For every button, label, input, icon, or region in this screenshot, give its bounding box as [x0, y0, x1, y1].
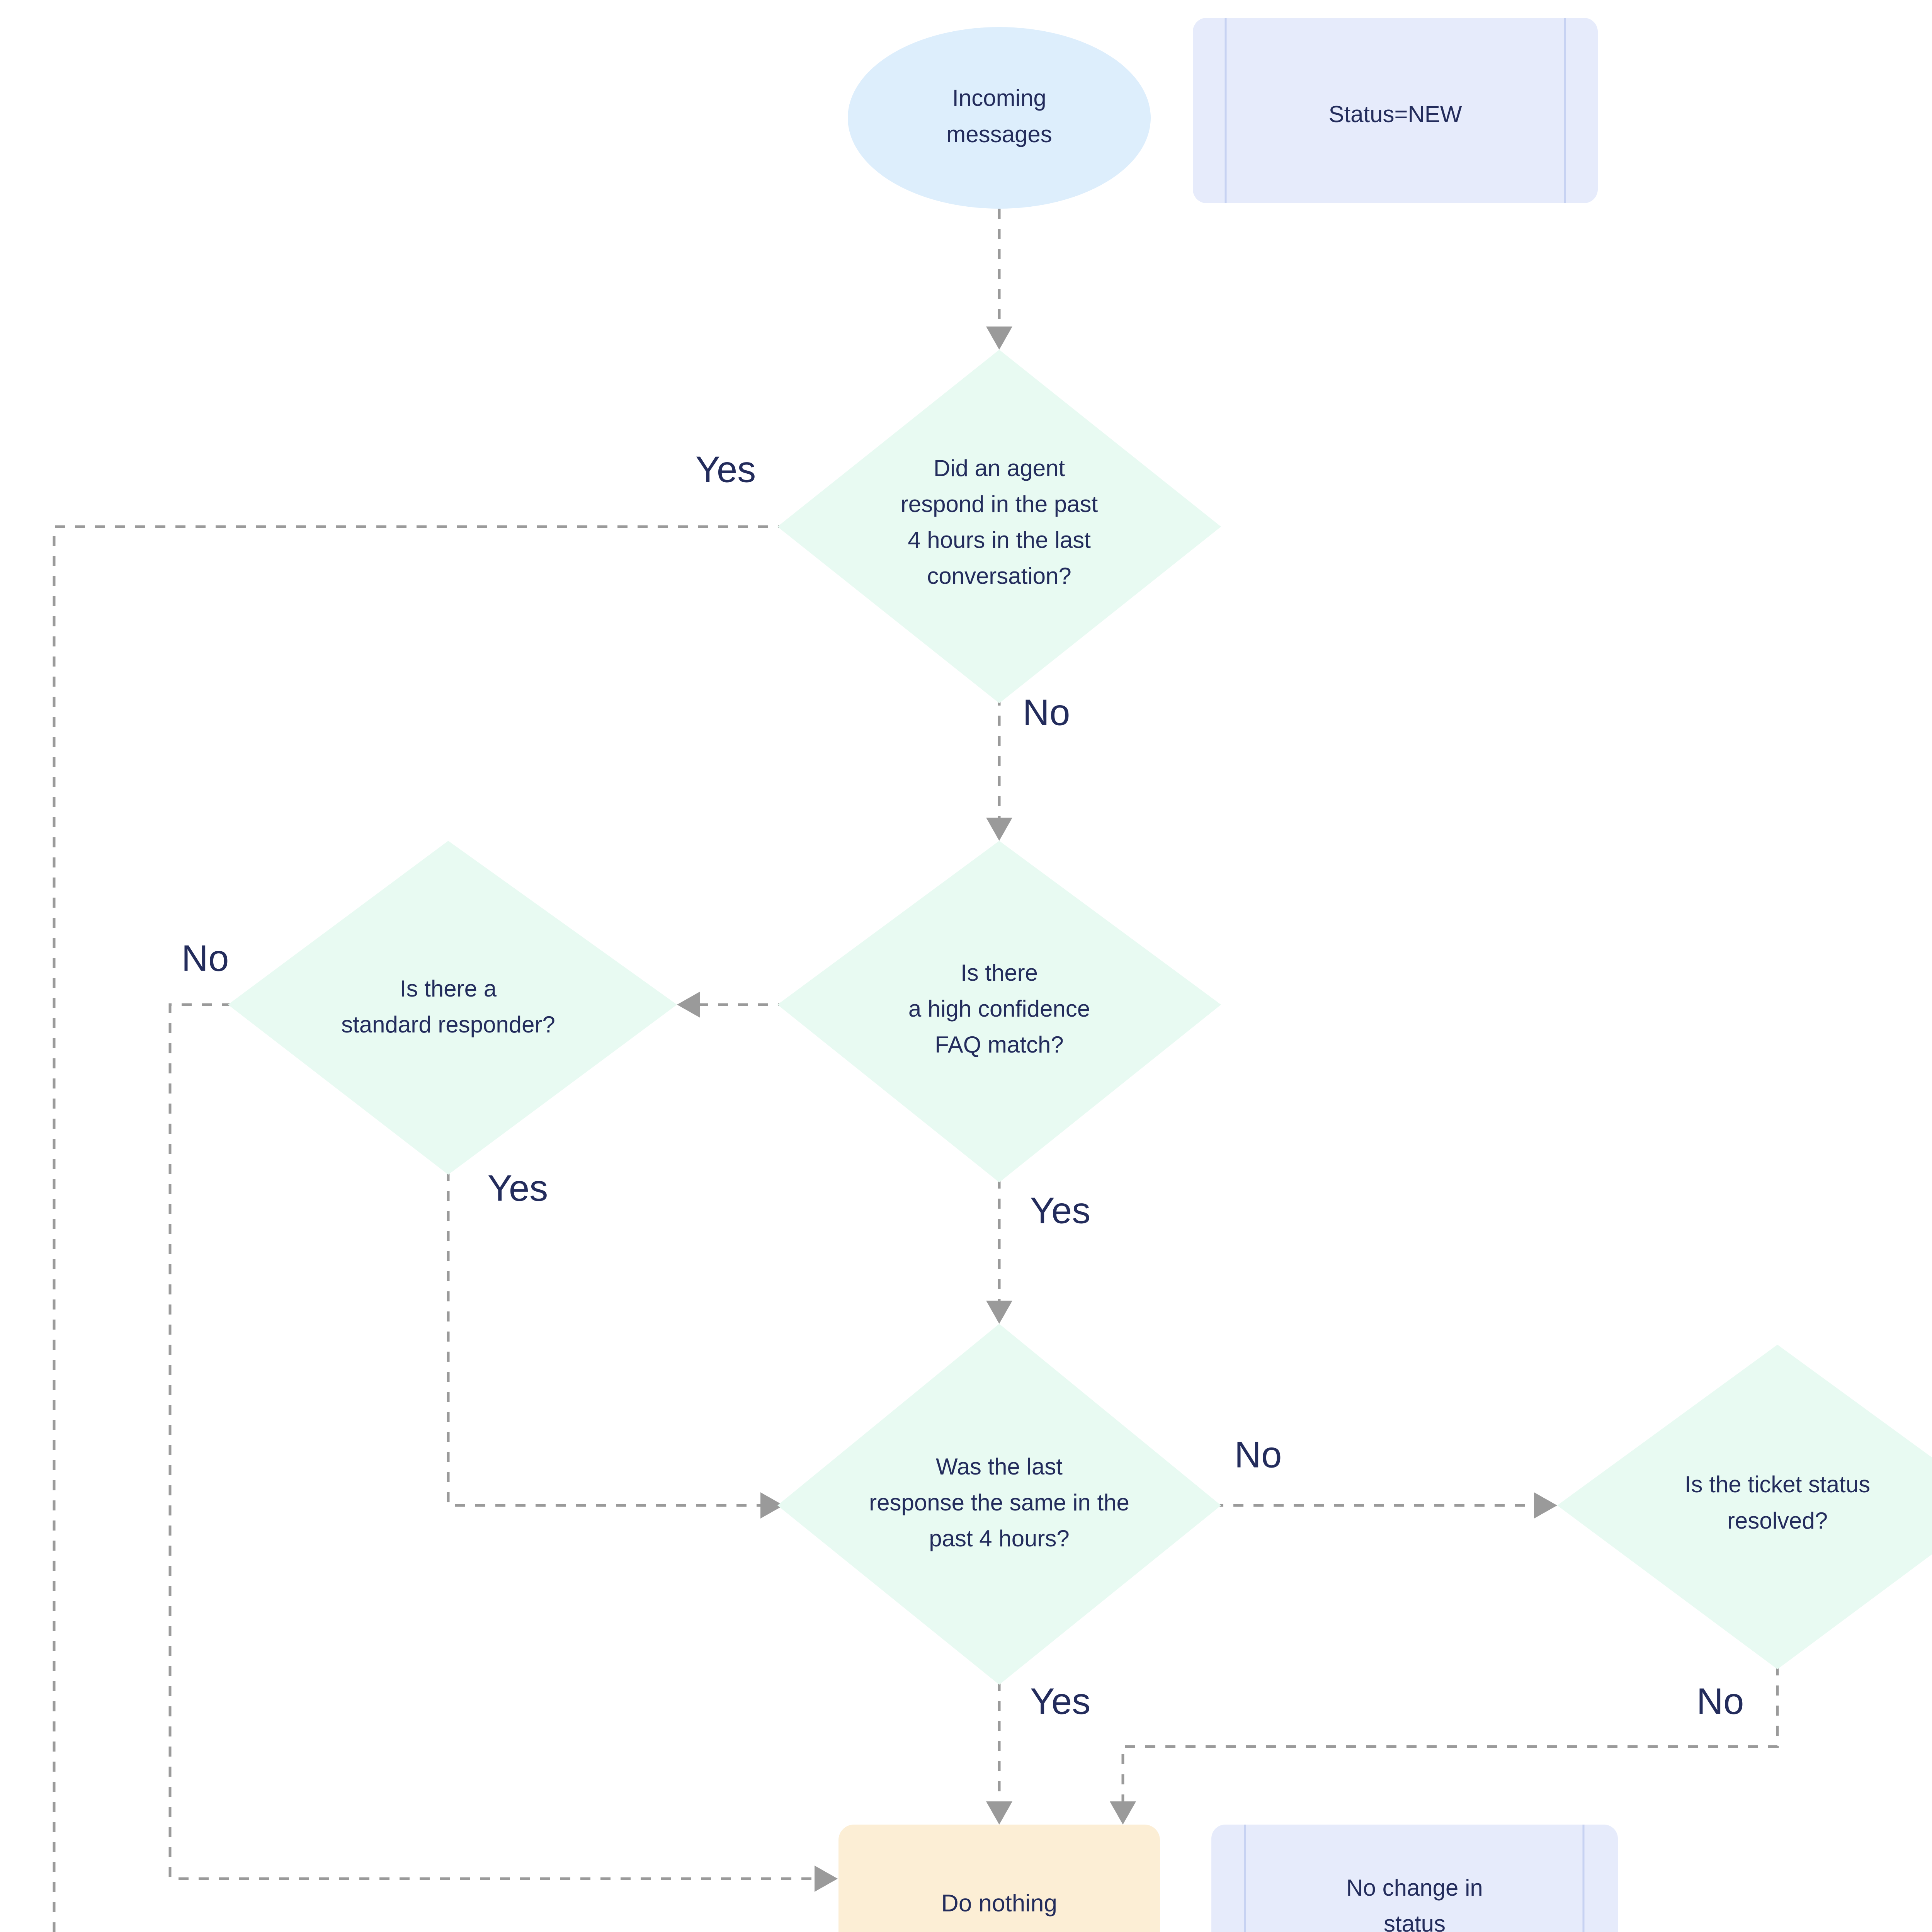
decision-standard-line2: standard responder? [341, 1012, 555, 1037]
arrowhead-faq-to-standard [677, 992, 700, 1018]
edge-label-standard-yes: Yes [488, 1167, 548, 1209]
arrowhead-ticket-no-to-do-nothing [1110, 1801, 1136, 1825]
do-nothing-shape [838, 1825, 1160, 1932]
decision-agent-line3: 4 hours in the last [908, 527, 1091, 553]
start-label-line2: messages [946, 121, 1052, 147]
decision-ticket-resolved-shape [1557, 1345, 1932, 1669]
do-nothing-label: Do nothing [941, 1890, 1057, 1917]
start-label-line1: Incoming [952, 85, 1046, 111]
edge-labels-layer: Yes No Yes No Yes No Yes Yes No [182, 449, 1744, 1722]
decision-faq-line2: a high confidence [908, 996, 1090, 1022]
decision-faq-line1: Is there [961, 960, 1038, 986]
note-status-new-shape [1193, 18, 1598, 203]
decision-agent-line2: respond in the past [901, 491, 1098, 517]
edge-ticket-no-to-do-nothing [1121, 1665, 1779, 1812]
edge-label-last-response-yes: Yes [1030, 1680, 1091, 1722]
edge-standard-yes-to-last-response [447, 1171, 769, 1507]
decision-ticket-line2: resolved? [1727, 1508, 1828, 1534]
start-ellipse-shape [848, 27, 1151, 209]
decision-faq-line3: FAQ match? [935, 1032, 1063, 1058]
node-decision-last-response-same[interactable]: Was the last response the same in the pa… [777, 1324, 1221, 1685]
node-decision-ticket-resolved[interactable]: Is the ticket status resolved? [1557, 1345, 1932, 1669]
arrowhead-standard-yes-to-last-response [760, 1492, 784, 1519]
decision-ticket-line1: Is the ticket status [1685, 1471, 1870, 1497]
arrowhead-standard-no-to-do-nothing [815, 1866, 838, 1892]
decision-last-response-line1: Was the last [936, 1454, 1063, 1480]
decision-agent-responded-shape [777, 350, 1221, 703]
node-action-do-nothing[interactable]: Do nothing [838, 1825, 1160, 1932]
arrowhead-start-to-agent [986, 327, 1012, 350]
arrowhead-faq-yes-to-last-response [986, 1301, 1012, 1324]
edge-label-faq-yes: Yes [1030, 1190, 1091, 1231]
arrowhead-last-response-yes-to-do-nothing [986, 1801, 1012, 1825]
edge-label-standard-no: No [182, 937, 229, 979]
node-decision-standard-responder[interactable]: Is there a standard responder? [228, 841, 677, 1175]
edges-layer [53, 209, 1779, 1932]
arrowhead-last-response-no-to-ticket [1534, 1492, 1557, 1519]
node-note-status-new[interactable]: Status=NEW [1193, 18, 1598, 203]
edge-label-agent-no: No [1023, 692, 1070, 733]
edge-agent-yes-to-do-nothing [53, 525, 788, 1932]
note-status-new-label: Status=NEW [1328, 101, 1462, 127]
node-start[interactable]: Incoming messages [848, 27, 1151, 209]
arrowhead-agent-no-to-faq [986, 818, 1012, 841]
note-no-change-line1: No change in [1346, 1875, 1483, 1901]
node-decision-faq-match[interactable]: Is there a high confidence FAQ match? [777, 841, 1221, 1182]
decision-last-response-shape [777, 1324, 1221, 1685]
note-no-change-line2: status [1384, 1911, 1446, 1932]
edge-label-agent-yes: Yes [696, 449, 756, 490]
decision-last-response-line2: response the same in the [869, 1490, 1129, 1515]
decision-last-response-line3: past 4 hours? [929, 1526, 1070, 1551]
decision-standard-responder-shape [228, 841, 677, 1175]
decision-agent-line4: conversation? [927, 563, 1071, 589]
node-decision-agent-responded[interactable]: Did an agent respond in the past 4 hours… [777, 350, 1221, 703]
edge-label-last-response-no: No [1235, 1434, 1282, 1475]
node-note-no-change[interactable]: No change in status [1211, 1825, 1618, 1932]
decision-agent-line1: Did an agent [934, 455, 1065, 481]
note-no-change-shape [1211, 1825, 1618, 1932]
edge-label-ticket-no: No [1697, 1680, 1744, 1722]
decision-standard-line1: Is there a [400, 976, 497, 1002]
decision-faq-match-shape [777, 841, 1221, 1182]
